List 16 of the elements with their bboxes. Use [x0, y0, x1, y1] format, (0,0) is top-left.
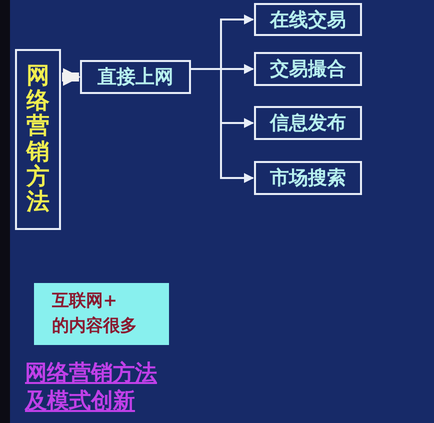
process-box: [254, 3, 362, 36]
box-label: 在线交易: [270, 8, 346, 32]
block-arrow: [62, 68, 81, 86]
category-box: [15, 49, 61, 230]
process-box: [80, 60, 191, 94]
box-label: 市场搜索: [270, 166, 346, 191]
note-box: [34, 283, 169, 345]
underlined-heading: 网络营销方法及模式创新: [25, 360, 158, 415]
process-box: [254, 52, 362, 86]
box-label: 直接上网: [98, 65, 174, 90]
vertical-title: 网络营销方法: [26, 64, 50, 216]
process-box: [254, 106, 362, 140]
box-label: 互联网+ 的内容很多: [52, 290, 138, 338]
box-label: 交易撮合: [270, 57, 346, 82]
box-label: 信息发布: [270, 111, 346, 136]
process-box: [254, 161, 362, 195]
